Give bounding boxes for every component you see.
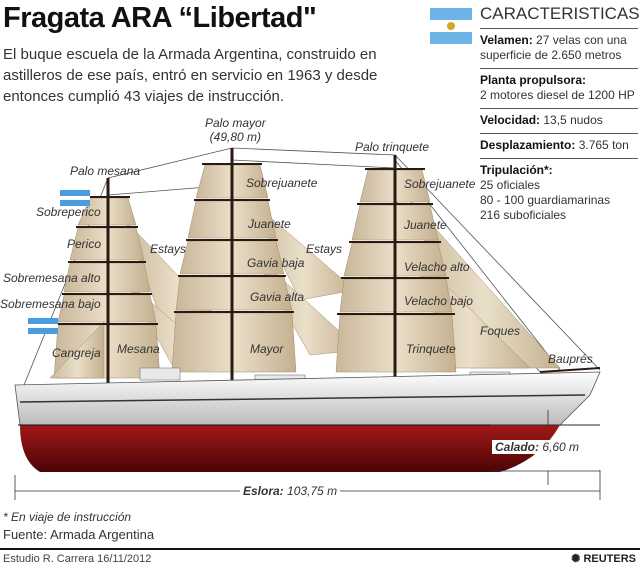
sail-label-trinquete: Trinquete [406, 342, 456, 356]
yards [56, 163, 455, 325]
sail-label-mayor: Mayor [250, 342, 284, 356]
sail-label-sobreperico: Sobreperico [36, 205, 101, 219]
sail-label-velacho-alto: Velacho alto [404, 260, 470, 274]
spec-value: 216 suboficiales [480, 208, 567, 222]
mast-label-mayor: Palo mayor(49,80 m) [205, 116, 266, 144]
masts [106, 148, 397, 395]
ship-illustration [14, 147, 601, 500]
spec-label: Velocidad: [480, 113, 541, 127]
sail-label-cangreja: Cangreja [52, 346, 101, 360]
spec-tripulacion: Tripulación*: 25 oficiales 80 - 100 guar… [480, 159, 638, 228]
sail-label-sobrejuanete-fore: Sobrejuanete [404, 177, 476, 191]
spec-desplazamiento: Desplazamiento: 3.765 ton [480, 134, 638, 159]
spec-label: Velamen: [480, 33, 533, 47]
spec-label: Desplazamiento: [480, 138, 576, 152]
hull-bottom [20, 425, 560, 472]
footer-divider [0, 548, 640, 550]
sail-label-mesana: Mesana [117, 342, 160, 356]
sail-label-sobremesana-alto: Sobremesana alto [3, 271, 101, 285]
mast-label-mesana: Palo mesana [70, 164, 141, 178]
sail-label-velacho-bajo: Velacho bajo [404, 294, 473, 308]
sail-label-perico: Perico [67, 237, 102, 251]
sail-label-juanete-fore: Juanete [404, 218, 447, 232]
intro-text: El buque escuela de la Armada Argentina,… [3, 46, 378, 105]
spec-velocidad: Velocidad: 13,5 nudos [480, 109, 638, 134]
sail-label-foques: Foques [480, 324, 521, 338]
characteristics-heading: CARACTERISTICAS [480, 4, 640, 29]
footnote: * En viaje de instrucción [3, 510, 132, 524]
reuters-logo: ✺ REUTERS [571, 553, 636, 565]
argentina-flag-icon [430, 8, 472, 44]
spec-value: 2 motores diesel de 1200 HP [480, 88, 635, 102]
eslora-dimension: Eslora: 103,75 m [240, 484, 341, 498]
calado-dimension: Calado: 6,60 m [492, 440, 583, 454]
spec-value: 13,5 nudos [543, 113, 603, 127]
sail-label-sobrejuanete-main: Sobrejuanete [246, 176, 318, 190]
bowsprit [539, 367, 601, 373]
sail-label-sobremesana-bajo: Sobremesana bajo [0, 297, 101, 311]
sail-label-juanete-main: Juanete [248, 217, 291, 231]
argentina-flags [28, 190, 90, 334]
mast-label-trinquete: Palo trinquete [355, 140, 430, 154]
sail-label-gavia-baja: Gavia baja [247, 256, 305, 270]
spec-value: 27 velas con una superficie de 2.650 met… [480, 33, 627, 62]
spec-value: 25 oficiales [480, 178, 541, 192]
spec-label: Tripulación*: [480, 163, 553, 177]
page-title: Fragata ARA “Libertad" [3, 2, 317, 34]
spec-velamen: Velamen: 27 velas con una superficie de … [480, 29, 638, 69]
source: Fuente: Armada Argentina [3, 527, 155, 542]
credit: Estudio R. Carrera 16/11/2012 [3, 553, 152, 565]
spec-planta: Planta propulsora:2 motores diesel de 12… [480, 69, 638, 109]
sail-label-estays-2: Estays [306, 242, 343, 256]
spec-value: 3.765 ton [578, 138, 629, 152]
spec-value: 80 - 100 guardiamarinas [480, 193, 611, 207]
sail-label-estays-1: Estays [150, 242, 187, 256]
sail-label-baupres: Bauprés [548, 352, 593, 366]
characteristics-panel: CARACTERISTICAS Velamen: 27 velas con un… [480, 4, 640, 228]
spec-label: Planta propulsora: [480, 73, 587, 87]
reuters-logo-icon: ✺ [571, 553, 581, 565]
sail-label-gavia-alta: Gavia alta [250, 290, 305, 304]
